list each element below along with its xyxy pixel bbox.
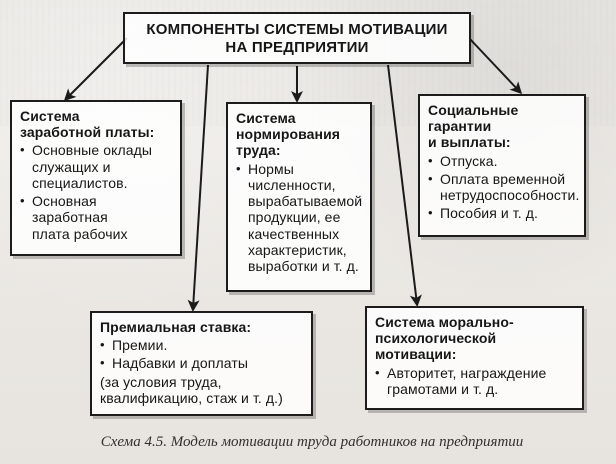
diagram-caption: Схема 4.5. Модель мотивации труда работн…	[100, 434, 524, 450]
bonus-rate-box: Премиальная ставка: Премии. Надбавки и д…	[90, 311, 313, 416]
arrow-to-moral	[387, 64, 422, 307]
bonus-rate-heading: Премиальная ставка:	[100, 319, 252, 335]
diagram-title-line-2: НА ПРЕДПРИЯТИИ	[225, 38, 369, 56]
bonus-item-2-continuation: (за условия труда, квалификацию, стаж и …	[100, 373, 283, 406]
salary-system-box: Система заработной платы: Основные оклад…	[10, 100, 182, 256]
work-norms-items: Нормы численности, вырабатываемой продук…	[236, 161, 362, 275]
bonus-item-1: Премии.	[100, 337, 303, 353]
work-norms-heading: Система нормирования труда:	[236, 110, 341, 159]
salary-item-1: Основные оклады служащих и специалистов.	[20, 142, 172, 191]
moral-motivation-items: Авторитет, награждение грамотами и т. д.	[375, 365, 574, 397]
social-item-2: Оплата временной нетрудоспособности.	[428, 171, 579, 203]
salary-item-2: Основная заработная плата рабочих	[20, 193, 172, 242]
social-guarantees-box: Социальные гарантии и выплаты: Отпуска. …	[418, 94, 586, 237]
diagram-title-box: КОМПОНЕНТЫ СИСТЕМЫ МОТИВАЦИИ НА ПРЕДПРИЯ…	[123, 12, 471, 64]
salary-system-heading: Система заработной платы:	[20, 108, 155, 141]
arrow-to-bonus	[187, 64, 209, 312]
social-guarantees-items: Отпуска. Оплата временной нетрудоспособн…	[428, 153, 579, 222]
bonus-rate-items: Премии. Надбавки и доплаты (за условия т…	[100, 337, 303, 406]
work-norms-box: Система нормирования труда: Нормы числен…	[226, 102, 372, 292]
moral-motivation-heading: Система морально- психологической мотива…	[375, 314, 514, 363]
diagram-title-line-1: КОМПОНЕНТЫ СИСТЕМЫ МОТИВАЦИИ	[146, 21, 448, 38]
social-guarantees-heading: Социальные гарантии и выплаты:	[428, 102, 519, 151]
social-item-1: Отпуска.	[428, 153, 576, 169]
bonus-item-2: Надбавки и доплаты	[100, 355, 303, 371]
work-norms-item-1: Нормы численности, вырабатываемой продук…	[236, 161, 362, 275]
salary-system-items: Основные оклады служащих и специалистов.…	[20, 142, 172, 241]
arrow-to-salary	[63, 37, 128, 102]
moral-item-1: Авторитет, награждение грамотами и т. д.	[375, 365, 574, 397]
arrow-to-social	[468, 37, 523, 95]
social-item-3: Пособия и т. д.	[428, 205, 576, 221]
moral-motivation-box: Система морально- психологической мотива…	[365, 306, 584, 410]
